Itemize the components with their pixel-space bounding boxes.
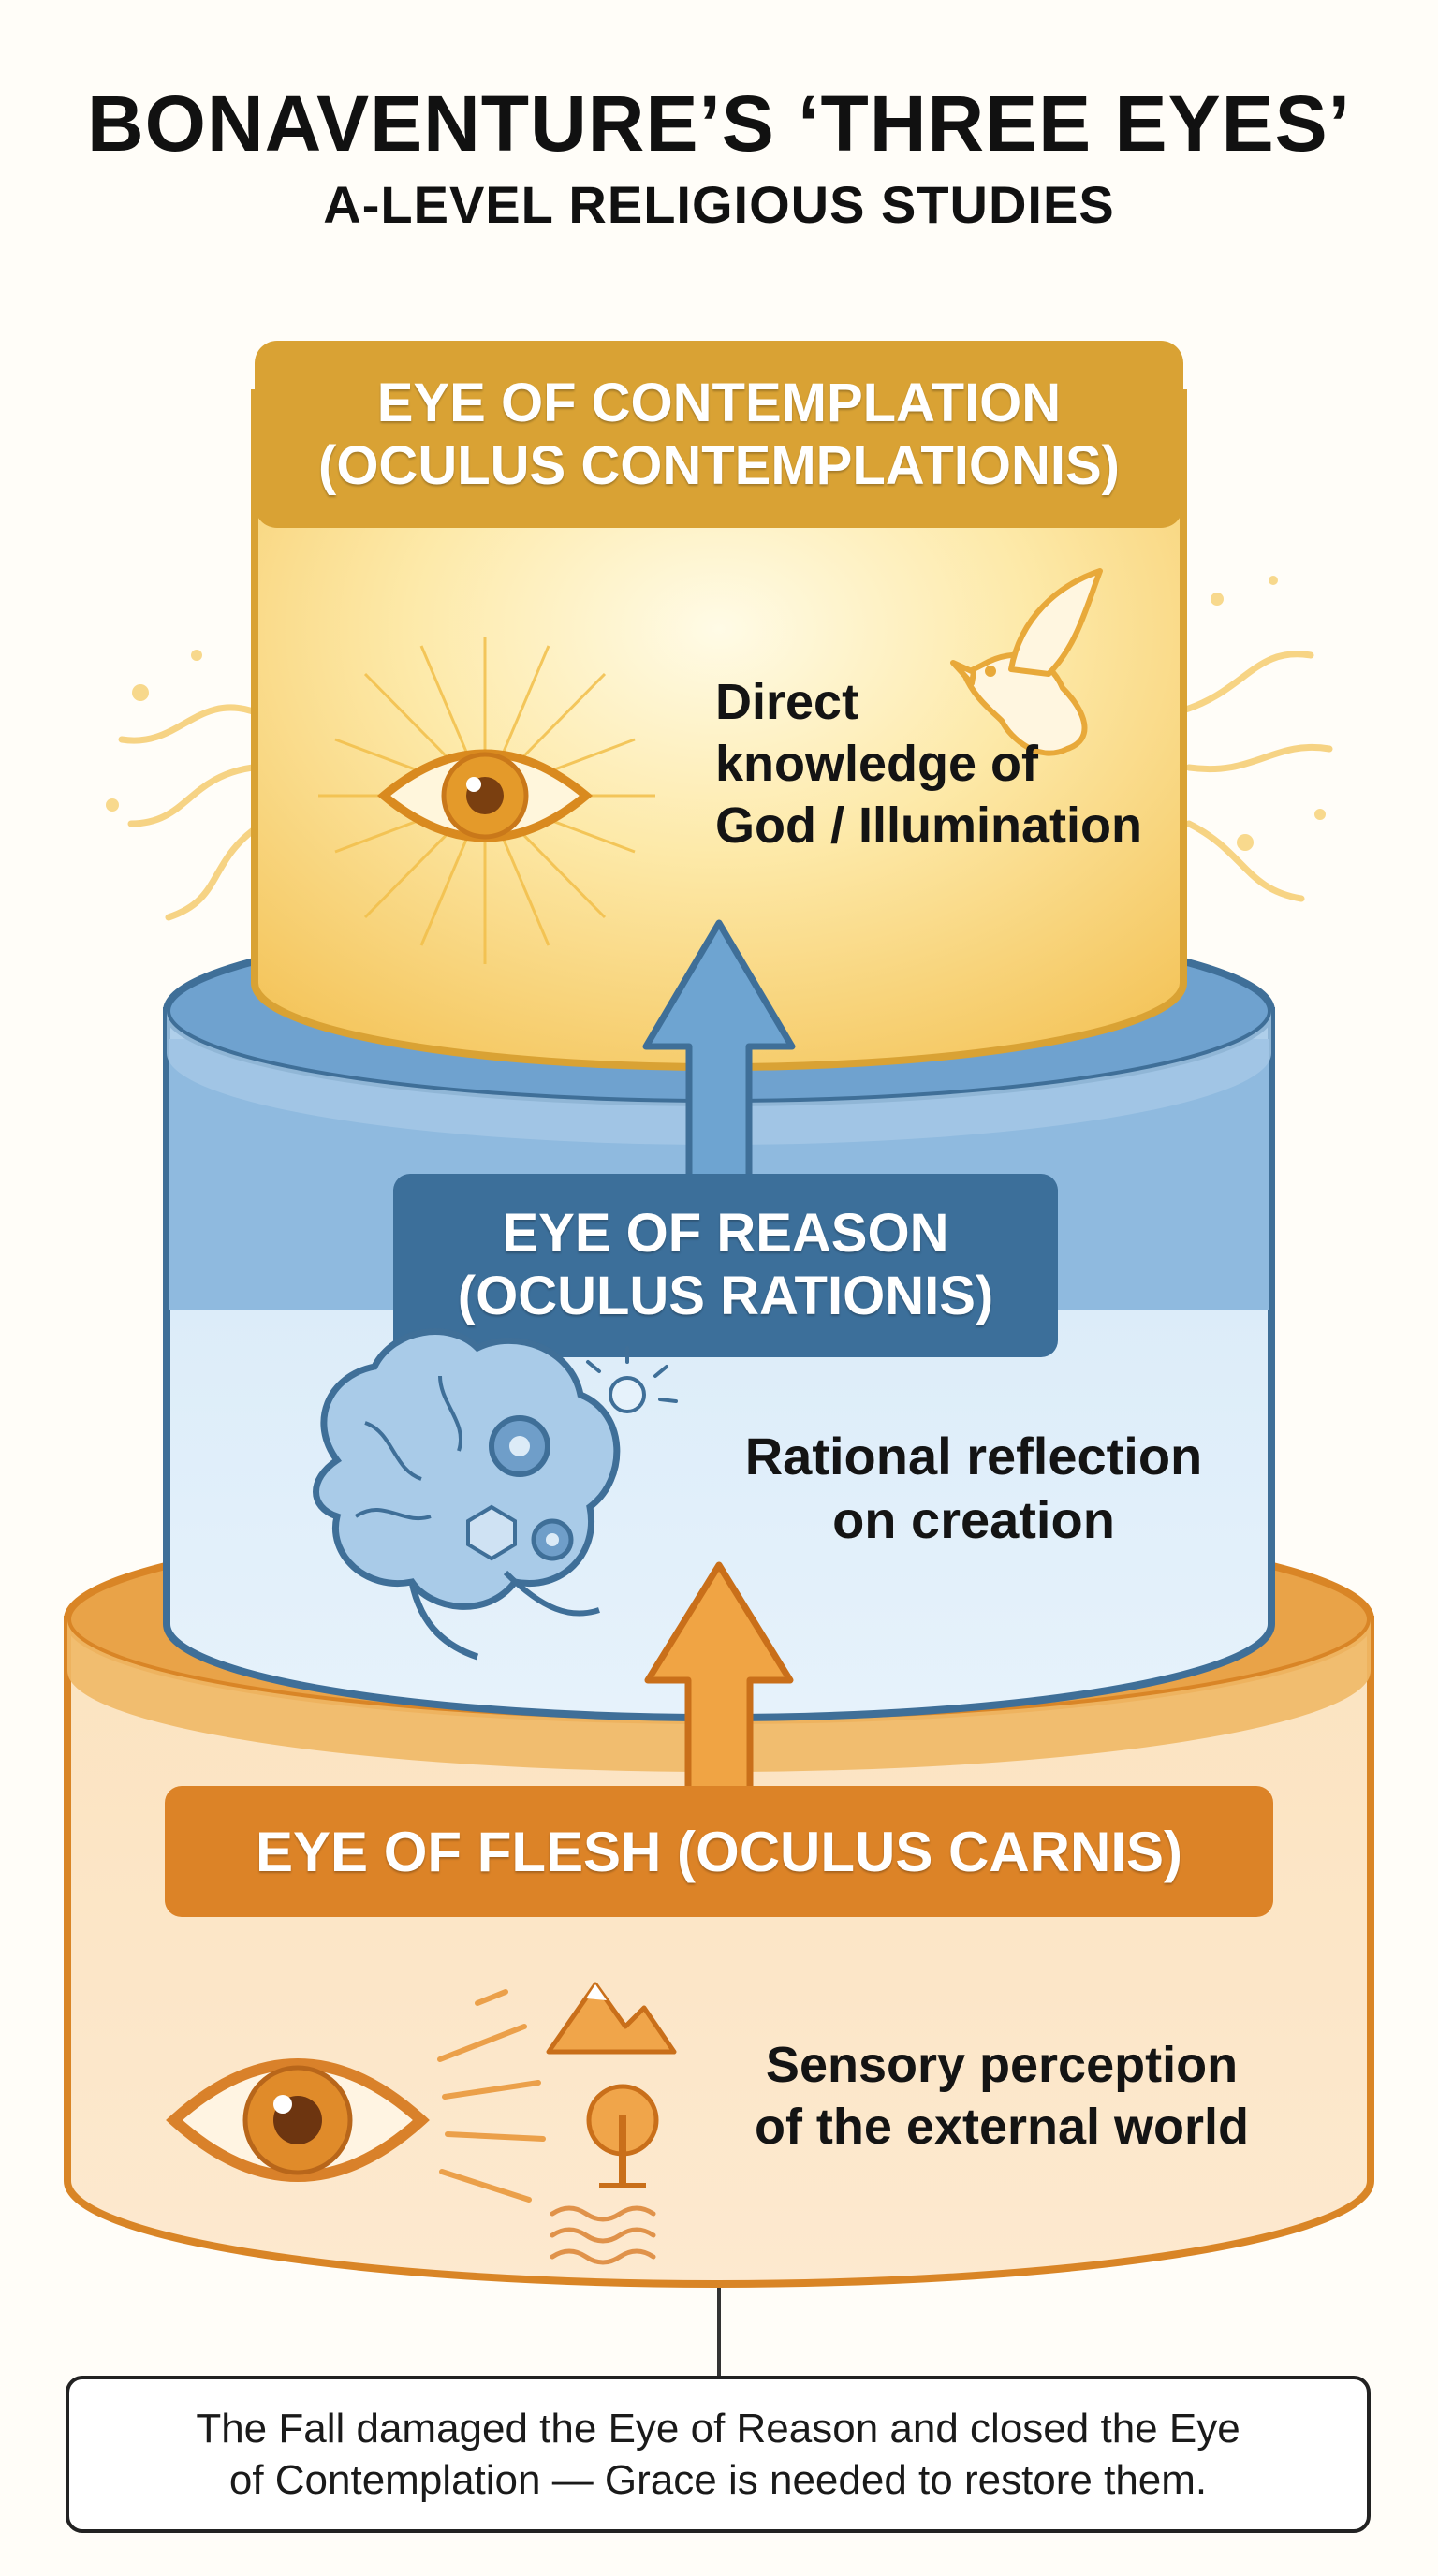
contemplation-desc-line1: Direct (715, 674, 859, 730)
reason-title: EYE OF REASON (OCULUS RATIONIS) (393, 1181, 1058, 1350)
page-subtitle: A-LEVEL RELIGIOUS STUDIES (323, 175, 1115, 234)
flesh-description: Sensory perception of the external world (712, 2035, 1292, 2159)
reason-banner-bg (393, 1174, 1058, 1357)
contemplation-desc-line2: knowledge of (715, 735, 1039, 792)
flesh-eye-icon (166, 2058, 430, 2182)
contemplation-title-line2: (OCULUS CONTEMPLATIONIS) (318, 435, 1120, 496)
contemplation-title: EYE OF CONTEMPLATION (OCULUS CONTEMPLATI… (255, 346, 1183, 524)
tree-icon (586, 2084, 659, 2188)
contemplation-title-line1: EYE OF CONTEMPLATION (376, 373, 1062, 434)
contemplation-desc-line3: God / Illumination (715, 797, 1142, 854)
fall-note-box: The Fall damaged the Eye of Reason and c… (66, 2376, 1371, 2533)
water-icon (550, 2205, 656, 2265)
fall-note-line2: of Contemplation — Grace is needed to re… (228, 2457, 1208, 2503)
flesh-banner-bg (165, 1786, 1273, 1917)
fall-note-line1: The Fall damaged the Eye of Reason and c… (196, 2406, 1240, 2452)
reason-desc-line1: Rational reflection (744, 1427, 1203, 1486)
swirl-decor (118, 651, 1333, 921)
page-title: BONAVENTURE’S ‘THREE EYES’ (87, 80, 1351, 168)
mountains-icon (546, 1982, 677, 2055)
sight-lines (437, 1989, 546, 2203)
contemplation-description: Direct knowledge of God / Illumination (715, 672, 1142, 857)
reason-description: Rational reflection on creation (693, 1425, 1255, 1553)
flesh-desc-line1: Sensory perception (765, 2037, 1239, 2093)
arrow-up-to-contemplation (642, 919, 796, 1183)
contemplation-tier (106, 341, 1333, 1071)
dove-icon (950, 568, 1103, 756)
reason-desc-line2: on creation (832, 1490, 1115, 1550)
flesh-desc-line2: of the external world (754, 2098, 1250, 2155)
brain-gears-icon (313, 1328, 678, 1661)
flesh-title: EYE OF FLESH (OCULUS CARNIS) (165, 1786, 1273, 1917)
reason-title-line2: (OCULUS RATIONIS) (457, 1266, 994, 1326)
flesh-title-line: EYE OF FLESH (OCULUS CARNIS) (255, 1820, 1183, 1883)
contemplation-eye-icon (376, 749, 594, 842)
reason-title-line1: EYE OF REASON (502, 1203, 949, 1265)
